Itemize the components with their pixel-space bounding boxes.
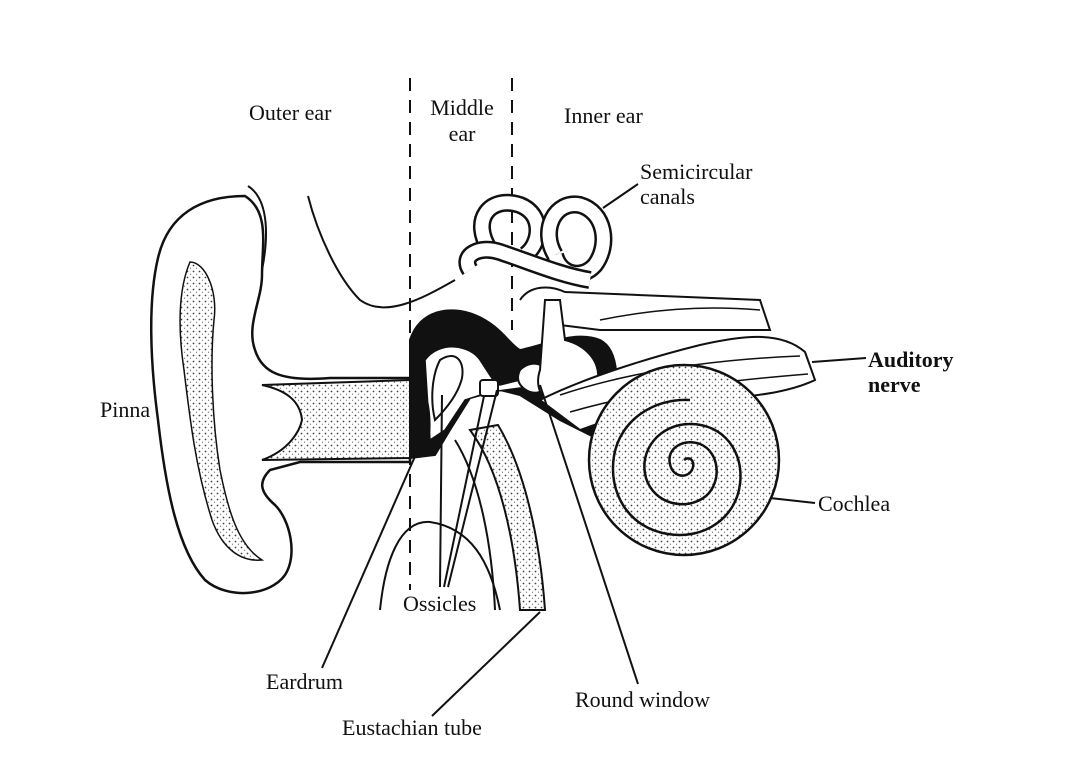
semicircular-canals-shape [458,193,772,331]
semicircular-canals-label-line1: Semicircular [640,159,753,184]
round-window-leader [539,384,639,685]
eustachian-tube-wall [454,439,496,611]
eardrum-shape [416,383,431,456]
pinna-label: Pinna [100,397,151,422]
round-window-label: Round window [575,687,711,712]
eustachian-tube-label: Eustachian tube [342,715,482,740]
head-contour-upper [307,195,456,309]
cochlea-shape [587,363,781,557]
semicircular-canals-label-line2: canals [640,184,695,209]
eustachian-tube-shape [468,423,547,611]
head-contour-lower [379,520,501,611]
middle-ear-label-line2: ear [448,121,476,146]
eustachian-tube-leader [431,611,541,717]
outer-ear-label: Outer ear [249,100,332,125]
inner-ear-label: Inner ear [564,103,643,128]
auditory-nerve-label-line1: Auditory [868,347,954,372]
eardrum-label: Eardrum [266,669,343,694]
ossicles-leader-3 [447,389,498,588]
middle-ear-label-line1: Middle [430,95,494,120]
cochlea-leader [769,497,816,504]
pinna-shape [149,185,412,595]
cochlea-label: Cochlea [818,491,891,516]
semicircular-canals-leader [602,183,639,209]
ossicles-label: Ossicles [403,591,477,616]
ear-canal [261,378,411,461]
eardrum-leader [321,444,421,669]
auditory-nerve-label-line2: nerve [868,372,921,397]
ossicles-leader-1 [439,394,443,588]
auditory-nerve-leader [811,357,867,363]
ossicles-leader-2 [443,395,485,588]
